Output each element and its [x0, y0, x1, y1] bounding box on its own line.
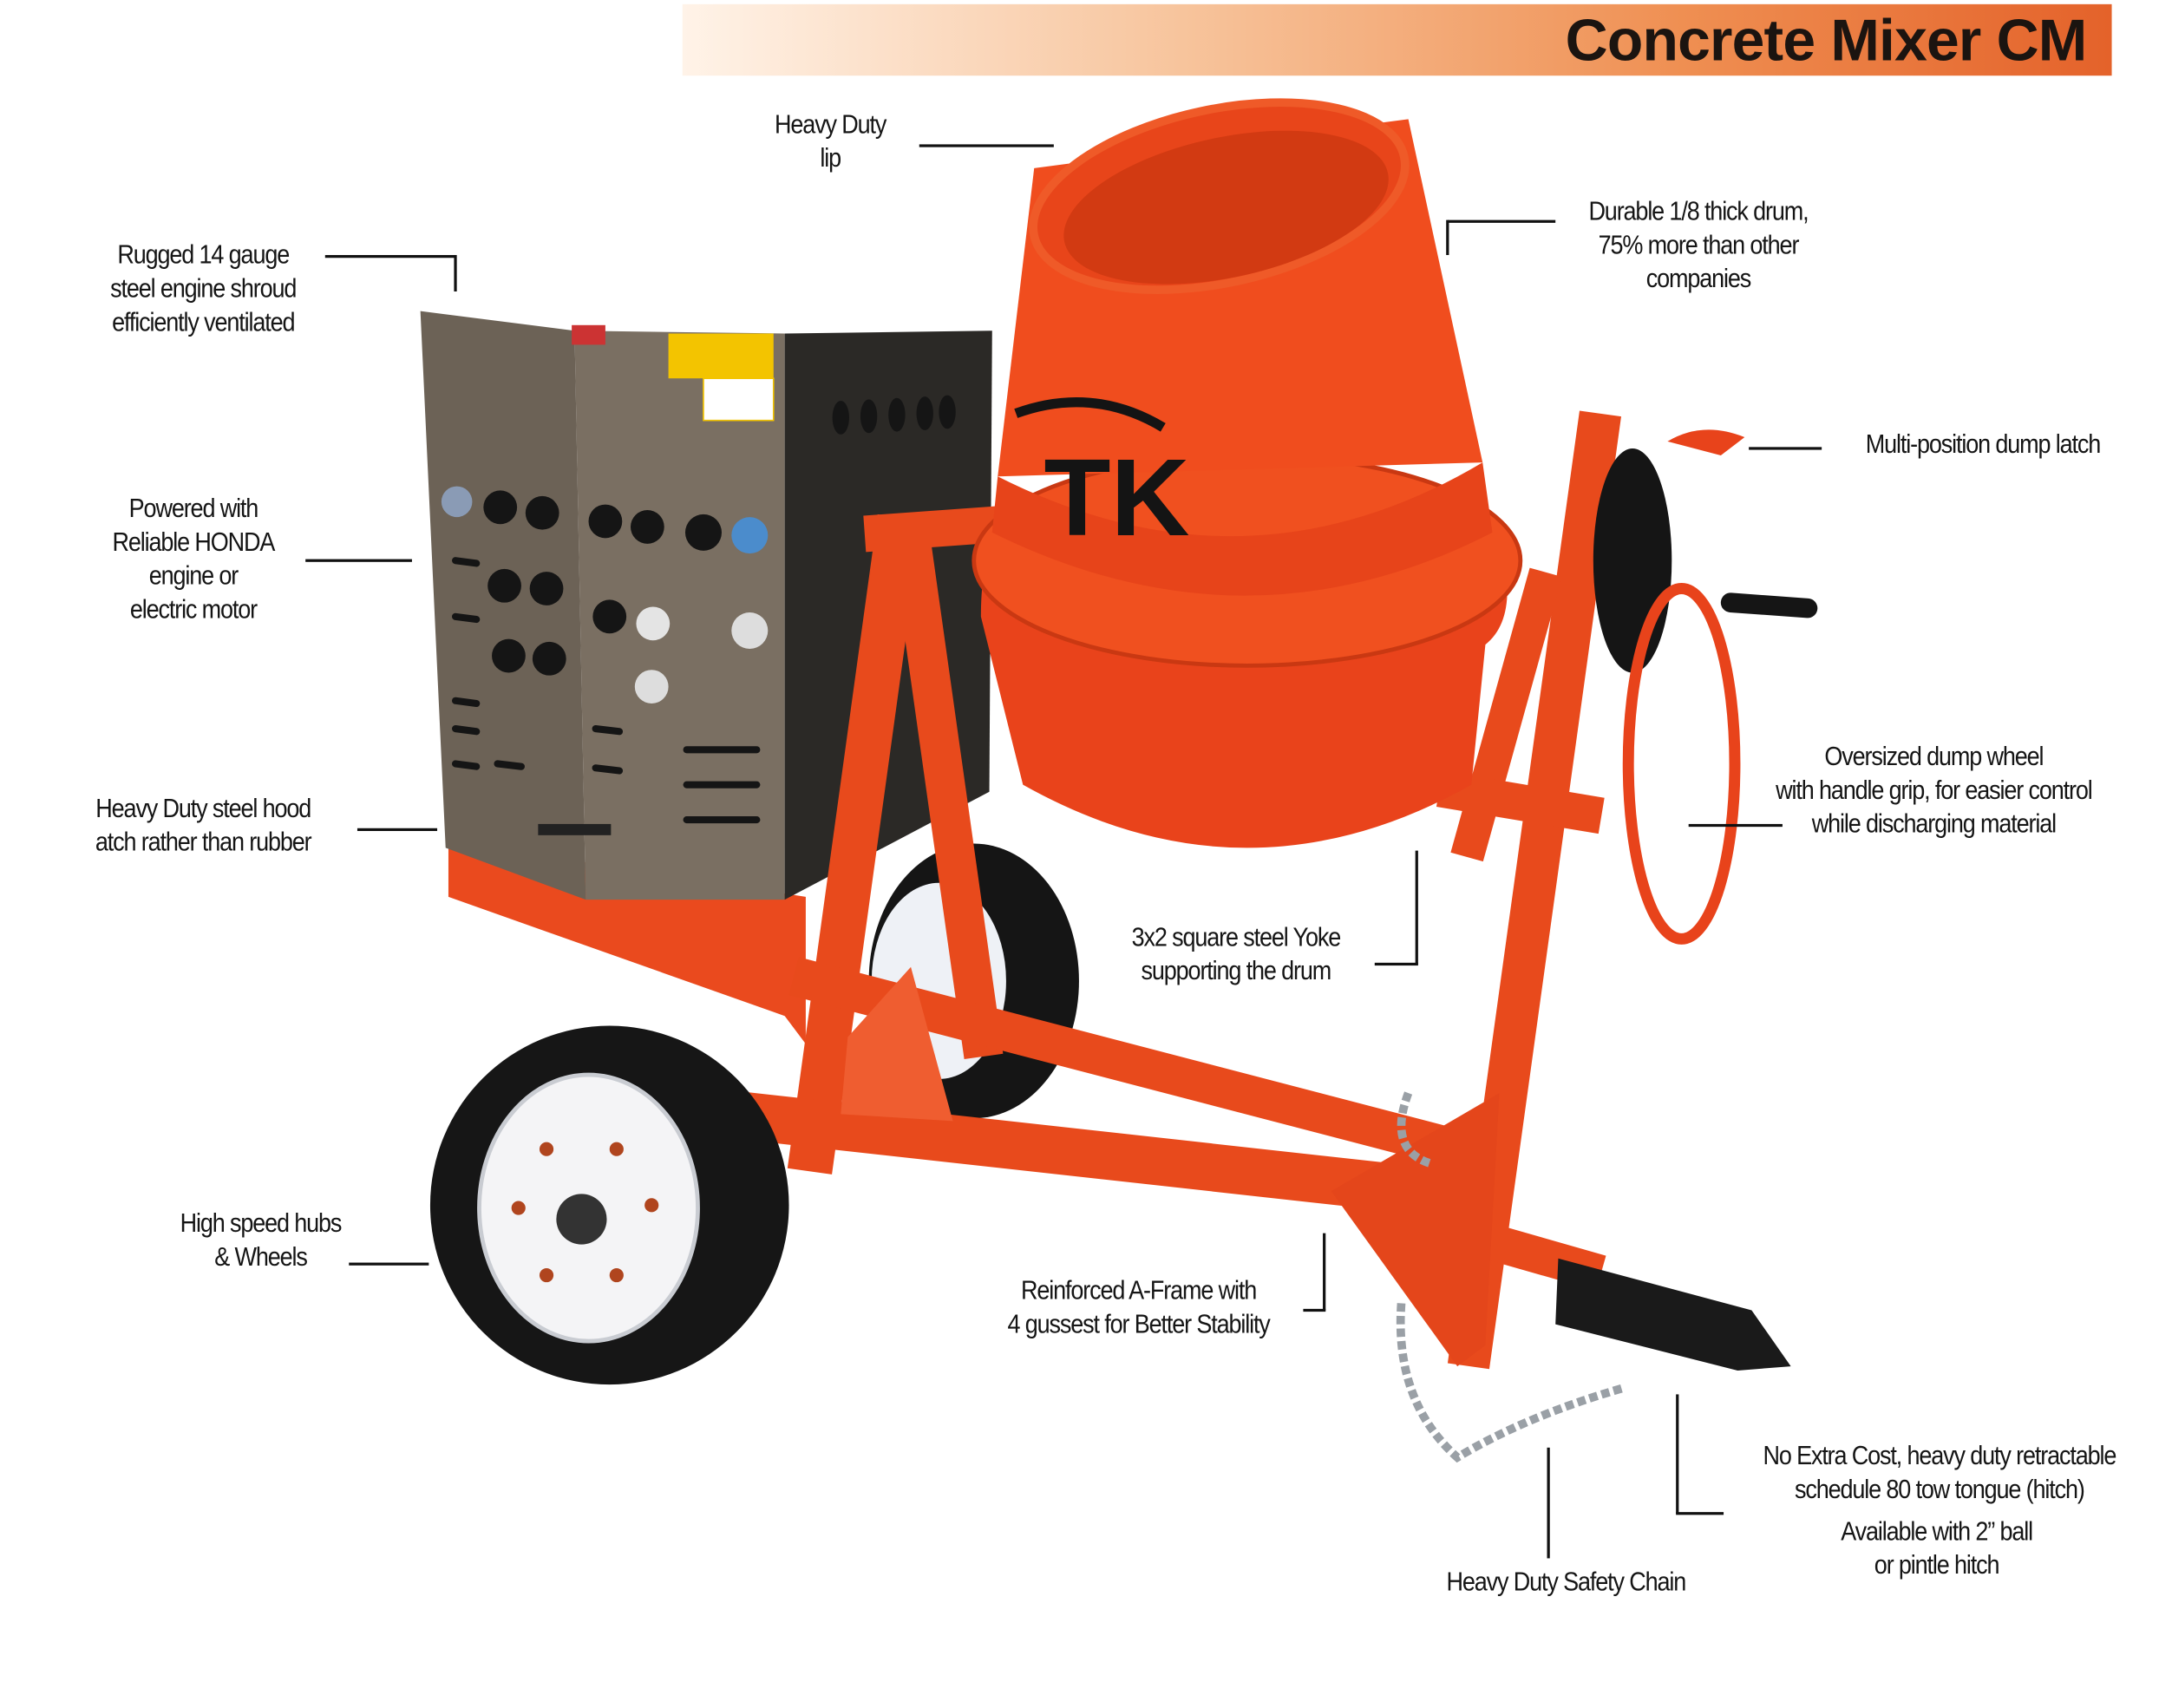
- callout-text: 4 gussest for Better Stability: [1007, 1310, 1271, 1340]
- callout-text: 3x2 square steel Yoke: [1131, 923, 1342, 953]
- callout-text: or pintle hitch: [1874, 1551, 2000, 1581]
- title-banner: Concrete Mixer CM: [682, 3, 2112, 76]
- a-frame: [702, 410, 1621, 1370]
- callout-text: atch rather than rubber: [95, 828, 312, 858]
- callout-text: Rugged 14 gauge: [117, 240, 290, 271]
- callout-text: No Extra Cost, heavy duty retractable: [1763, 1442, 2116, 1472]
- callout-latch: Multi-position dump latch: [1841, 429, 2124, 462]
- callout-text: lip: [820, 144, 841, 174]
- callout-line: [324, 255, 456, 258]
- callout-tongue: No Extra Cost, heavy duty retractable sch…: [1742, 1441, 2136, 1508]
- callout-line: [1749, 447, 1822, 450]
- callout-line: [1446, 219, 1449, 256]
- callout-text: efficiently ventilated: [112, 308, 295, 338]
- callout-line: [1547, 1447, 1550, 1559]
- callout-line: [1415, 850, 1418, 965]
- callout-text: steel engine shroud: [110, 274, 297, 304]
- gusset: [1331, 1093, 1500, 1367]
- callout-line: [349, 1262, 429, 1266]
- callout-lip: Heavy Duty lip: [753, 109, 907, 177]
- callout-line: [1447, 219, 1556, 223]
- callout-text: Oversized dump wheel: [1824, 743, 2044, 773]
- mixing-drum: TK: [972, 98, 1523, 848]
- callout-text: companies: [1645, 265, 1752, 295]
- callout-text: schedule 80 tow tongue (hitch): [1794, 1476, 2085, 1506]
- callout-text: 75% more than other: [1598, 231, 1800, 261]
- callout-text: Durable 1/8 thick drum,: [1588, 197, 1809, 227]
- brand-logo: TK: [1044, 436, 1190, 559]
- callout-text: with handle grip, for easier control: [1776, 775, 2093, 806]
- callout-text: Reliable HONDA: [112, 528, 276, 558]
- callout-line: [1676, 1512, 1724, 1515]
- callout-text: Powered with: [128, 494, 259, 525]
- front-wheel: [429, 1025, 789, 1385]
- callout-line: [1323, 1233, 1326, 1311]
- callout-drum: Durable 1/8 thick drum, 75% more than oth…: [1556, 196, 1840, 297]
- callout-text: Available with 2” ball: [1841, 1517, 2033, 1548]
- safety-chain: [1396, 1091, 1627, 1463]
- dump-wheel[interactable]: [1593, 429, 1818, 945]
- callout-wheels: High speed hubs& Wheels: [150, 1208, 372, 1276]
- callout-line: [357, 828, 438, 831]
- callout-hood: Heavy Duty steel hood atch rather than ru…: [62, 793, 345, 861]
- hood-latch: [538, 823, 612, 835]
- callout-line: [1374, 962, 1418, 966]
- callout-text: supporting the drum: [1141, 957, 1332, 987]
- callout-line: [1676, 1394, 1679, 1514]
- page-title: Concrete Mixer CM: [1565, 7, 2088, 74]
- dump-latch[interactable]: [1667, 429, 1745, 456]
- callout-text: Multi-position dump latch: [1865, 429, 2101, 460]
- callout-yoke: 3x2 square steel Yoke supporting the drum: [1100, 922, 1371, 990]
- callout-aframe: Reinforced A-Frame with 4 gussest for Bet…: [975, 1275, 1302, 1343]
- gusset: [841, 966, 953, 1122]
- callout-text: engine or: [148, 561, 239, 592]
- callout-text: Heavy Duty Safety Chain: [1446, 1567, 1687, 1598]
- callout-text: Heavy Duty: [775, 110, 886, 141]
- callout-text: High speed hubs: [180, 1209, 343, 1240]
- callout-line: [919, 144, 1054, 147]
- callout-chain: Heavy Duty Safety Chain: [1421, 1567, 1711, 1600]
- callout-text: Heavy Duty steel hood: [95, 794, 311, 824]
- callout-line: [305, 559, 412, 562]
- callout-line: [1688, 823, 1783, 828]
- callout-text: Reinforced A-Frame with: [1021, 1276, 1257, 1306]
- callout-line: [454, 255, 457, 292]
- callout-text: & Wheels: [214, 1242, 308, 1273]
- callout-text: electric motor: [129, 595, 258, 625]
- callout-line: [1303, 1308, 1326, 1312]
- tow-hitch[interactable]: [1555, 1258, 1791, 1371]
- callout-text: while discharging material: [1811, 809, 2057, 840]
- flag-icon: [572, 324, 605, 345]
- handle-grip[interactable]: [1720, 592, 1818, 618]
